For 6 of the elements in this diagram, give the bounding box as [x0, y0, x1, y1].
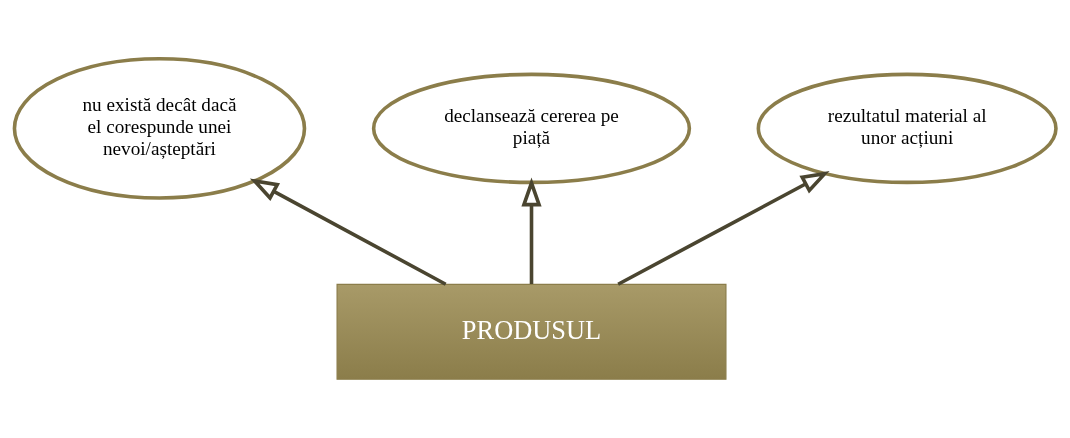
node-ellipse: declansează cererea pe piață [371, 72, 692, 185]
arrow [617, 171, 830, 286]
arrow [521, 177, 542, 284]
arrow [249, 178, 447, 286]
node-ellipse: rezultatul material al unor acțiuni [756, 72, 1058, 185]
node-box: PRODUSUL [336, 283, 727, 380]
